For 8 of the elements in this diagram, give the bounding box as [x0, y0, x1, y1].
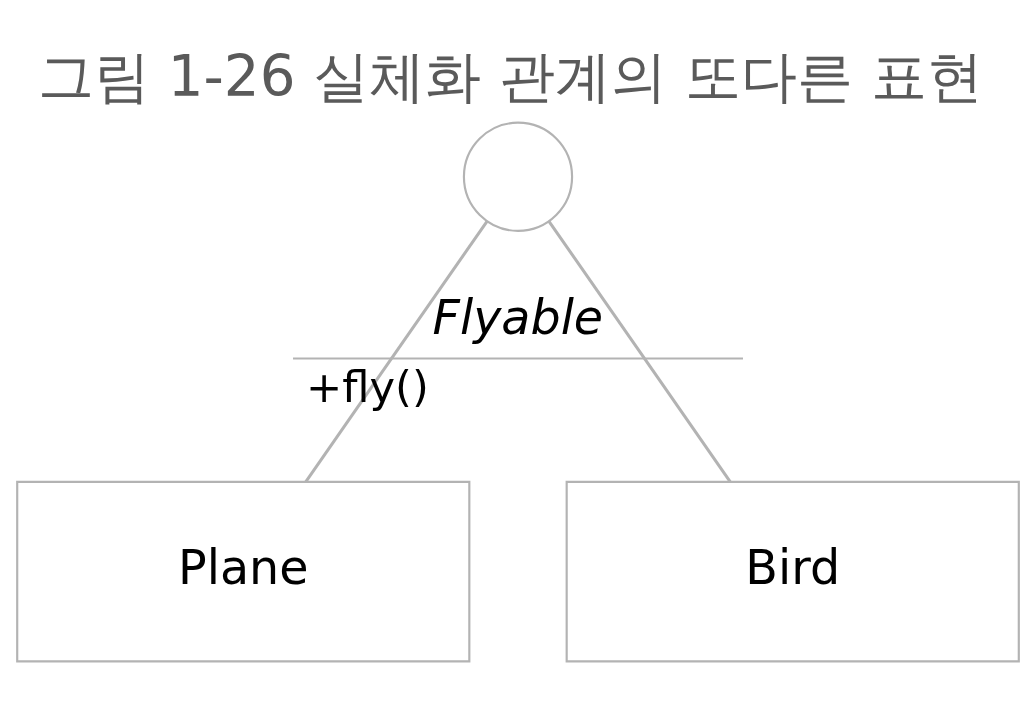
node-box: Plane [16, 480, 471, 662]
node-box: Bird [565, 480, 1020, 662]
connector [547, 219, 732, 483]
node-label: Flyable [432, 289, 604, 345]
connector [304, 219, 489, 483]
node-circle [462, 121, 574, 232]
node-label: +fly() [306, 361, 429, 412]
diagram-title: 그림 1-26 실체화 관계의 또다른 표현 [37, 43, 983, 109]
